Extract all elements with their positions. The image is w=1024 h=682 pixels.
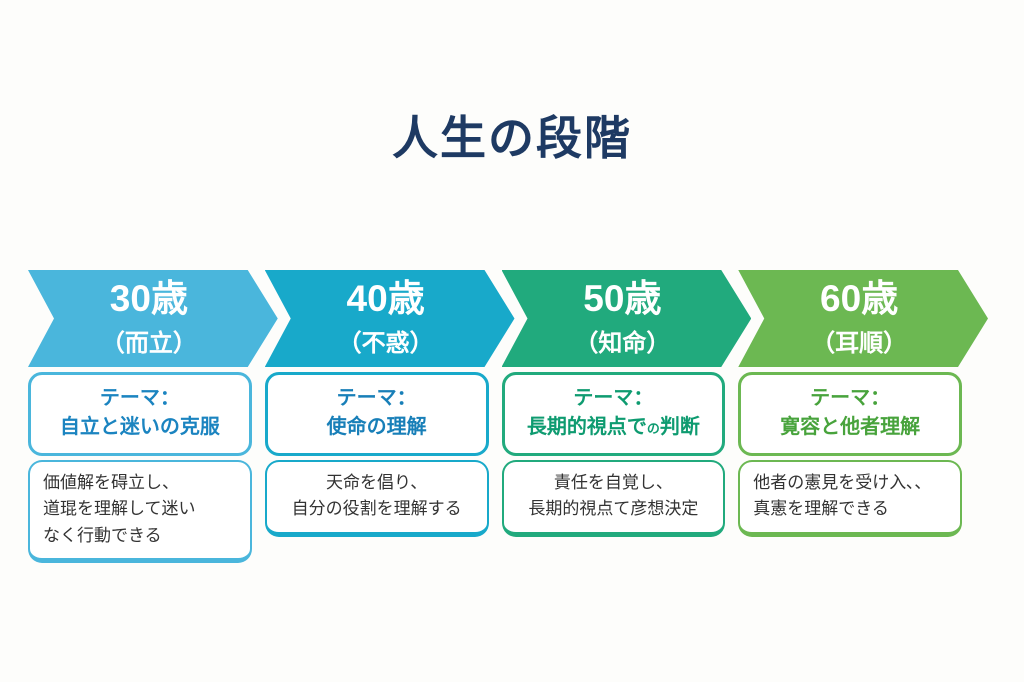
stage-age: 40歳 [346, 278, 425, 320]
theme-text-main: 使命の理解 [326, 416, 427, 438]
theme-text-main: 自立と迷いの克服 [59, 416, 220, 438]
stage-chevron-30: 30歳 （而立） [28, 270, 278, 367]
stage-description: 価値解を碍立し、 道琨を理解して迷い なく行動できる [28, 460, 252, 564]
stage-age: 30歳 [109, 278, 188, 320]
stage-theme-box: テーマ： 自立と迷いの克服 [28, 372, 252, 456]
stage-theme-label: テーマ： [99, 387, 180, 409]
stage-theme-label: テーマ： [573, 387, 654, 409]
stage-column-50: 50歳 （知命） テーマ： 長期的視点での判断 責任を自覚し、 長期的視点て彦想… [501, 270, 726, 537]
stage-column-60: 60歳 （耳順） テーマ： 寛容と他者理解 他者の憲見を受け入､､ 真憲を理解で… [738, 270, 962, 537]
stage-theme-text: 自立と迷いの克服 [35, 413, 245, 442]
page-title: 人生の段階 [392, 111, 632, 164]
stage-theme-text: 寛容と他者理解 [745, 413, 955, 442]
stage-description: 責任を自覚し、 長期的視点て彦想決定 [501, 460, 726, 537]
stage-age: 60歳 [820, 278, 899, 320]
stage-reading: （而立） [100, 329, 197, 357]
stage-age: 50歳 [583, 278, 662, 320]
stage-description: 他者の憲見を受け入､､ 真憲を理解できる [738, 460, 962, 537]
stage-theme-text: 使命の理解 [272, 413, 482, 442]
stage-theme-text: 長期的視点での判断 [509, 413, 719, 442]
stage-theme-label: テーマ： [810, 387, 891, 409]
theme-text-main: 長期的視点で [526, 416, 647, 438]
stage-chevron-40: 40歳 （不惑） [265, 270, 515, 367]
theme-text-main: 寛容と他者理解 [780, 416, 921, 438]
life-stages-row: 30歳 （而立） テーマ： 自立と迷いの克服 価値解を碍立し、 道琨を理解して迷… [0, 270, 1024, 564]
stage-description: 天命を倡り、 自分の役割を理解する [264, 460, 489, 537]
stage-theme-box: テーマ： 寛容と他者理解 [738, 372, 962, 456]
stage-column-40: 40歳 （不惑） テーマ： 使命の理解 天命を倡り、 自分の役割を理解する [264, 270, 489, 537]
stage-theme-label: テーマ： [336, 387, 417, 409]
stage-chevron-60: 60歳 （耳順） [738, 270, 988, 367]
stage-theme-box: テーマ： 使命の理解 [264, 372, 489, 456]
stage-reading: （知命） [574, 329, 671, 357]
theme-text-small: の [646, 421, 660, 436]
theme-text-rest: 判断 [659, 416, 700, 438]
stage-reading: （不惑） [337, 329, 434, 357]
stage-reading: （耳順） [811, 329, 908, 357]
stage-chevron-50: 50歳 （知命） [502, 270, 752, 367]
stage-theme-box: テーマ： 長期的視点での判断 [501, 372, 726, 456]
stage-column-30: 30歳 （而立） テーマ： 自立と迷いの克服 価値解を碍立し、 道琨を理解して迷… [28, 270, 252, 564]
